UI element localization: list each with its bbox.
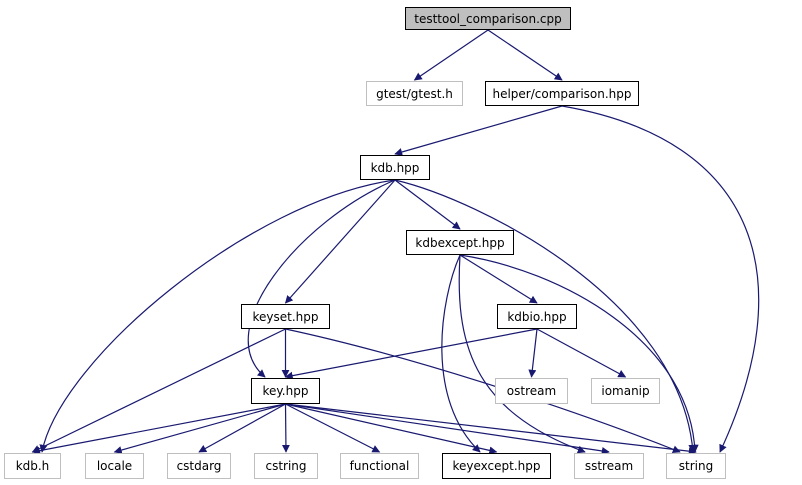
node-functional[interactable]: functional [340,453,419,479]
node-cstdarg[interactable]: cstdarg [167,453,231,479]
node-helper-comparison-hpp[interactable]: helper/comparison.hpp [485,81,639,106]
node-keyset-hpp[interactable]: keyset.hpp [241,304,330,329]
node-kdb-h[interactable]: kdb.h [4,453,61,479]
edge-helper_comparison-to-kdb_hpp [394,105,563,156]
edge-kdb_hpp-to-kdbexcept_hpp [394,179,461,230]
edge-kdbio_hpp-to-iomanip [536,328,627,378]
edge-key_hpp-to-kdb_h [31,403,286,455]
edge-key_hpp-to-locale [113,403,286,454]
node-sstream[interactable]: sstream [574,453,644,479]
edge-kdb_hpp-to-kdb_h [39,179,396,453]
edge-kdb_hpp-to-key_hpp [247,179,396,378]
edge-key_hpp-to-sstream [285,403,610,455]
node-gtest-gtest-h[interactable]: gtest/gtest.h [366,81,463,106]
edge-testtool_comparison-to-helper_comparison [487,29,563,81]
edge-kdb_hpp-to-string [394,179,697,453]
edge-kdbexcept_hpp-to-string [459,254,699,453]
node-key-hpp[interactable]: key.hpp [251,378,320,404]
edge-keyset_hpp-to-kdb_h [31,328,286,453]
edge-kdbio_hpp-to-ostream [528,328,538,378]
edge-key_hpp-to-cstring [281,403,290,453]
node-ostream[interactable]: ostream [495,378,568,404]
node-testtool-comparison-cpp[interactable]: testtool_comparison.cpp [405,7,571,30]
edge-key_hpp-to-functional [285,403,381,453]
edge-key_hpp-to-cstdarg [198,403,286,453]
node-cstring[interactable]: cstring [254,453,318,479]
edge-kdbio_hpp-to-key_hpp [284,328,538,380]
node-keyexcept-hpp[interactable]: keyexcept.hpp [442,453,551,479]
node-kdb-hpp[interactable]: kdb.hpp [360,155,430,180]
node-iomanip[interactable]: iomanip [591,378,660,404]
node-string[interactable]: string [666,453,726,479]
edge-key_hpp-to-string [285,403,697,456]
edge-key_hpp-to-keyexcept_hpp [285,403,498,455]
node-kdbexcept-hpp[interactable]: kdbexcept.hpp [406,230,514,255]
edge-helper_comparison-to-string [561,105,760,453]
edge-testtool_comparison-to-gtest_h [413,29,489,81]
edge-kdbexcept_hpp-to-kdbio_hpp [459,254,538,304]
edge-kdbexcept_hpp-to-sstream [458,254,586,454]
edge-kdb_hpp-to-keyset_hpp [284,179,396,304]
node-kdbio-hpp[interactable]: kdbio.hpp [497,304,577,329]
node-locale[interactable]: locale [85,453,144,479]
